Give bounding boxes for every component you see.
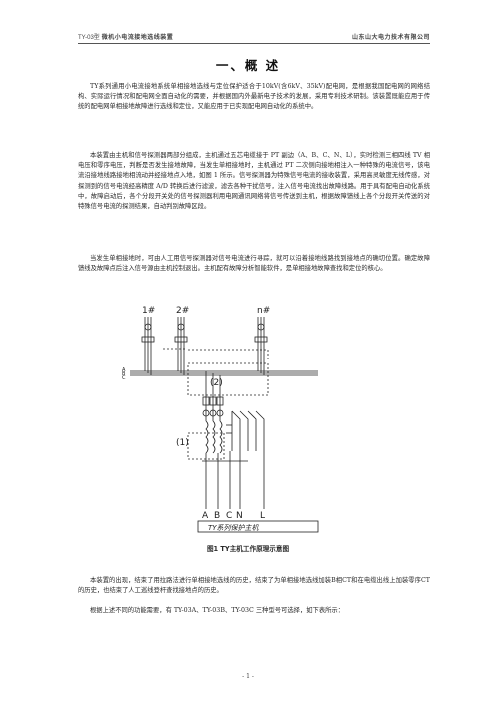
host-device-label: TY系列保护主机: [208, 524, 260, 532]
section-title: 一、概 述: [215, 58, 281, 73]
terminal-label-c: C: [226, 511, 232, 521]
header-left: TY-03型 微机小电流接地选线装置: [78, 34, 174, 41]
working-principle-diagram: 1# 2# n# A B C (2) (1): [122, 306, 319, 533]
pt-coils: [205, 420, 232, 454]
feeder-lines: [144, 317, 265, 375]
terminal-label-l: L: [260, 511, 265, 521]
bus-label-b: B: [122, 371, 126, 377]
feeder-label-n: n#: [257, 306, 270, 316]
dashed-box-2: [187, 362, 269, 396]
figure-caption: 图1 TY主机工作原理示意图: [206, 545, 290, 553]
terminal-label-n: N: [236, 511, 243, 521]
terminal-label-b: B: [214, 511, 220, 521]
paragraph-1: TY系列通用小电流接地系统单相接地选线与定位保护适合于10kV(含6kV、35k…: [78, 83, 430, 111]
header-right: 山东山大电力技术有限公司: [351, 34, 430, 41]
part-label-2: (2): [210, 378, 223, 388]
terminal-leads: [202, 451, 265, 509]
page-header: TY-03型 微机小电流接地选线装置 山东山大电力技术有限公司: [78, 32, 430, 44]
busbars: [130, 370, 318, 376]
host-device-box: [197, 520, 319, 533]
paragraph-3: 当发生单相接地时，可由人工用信号探测器对信号电流进行寻踪，就可以沿着接地线路找到…: [78, 255, 430, 273]
part-label-1: (1): [176, 438, 189, 448]
paragraph-5: 根据上述不同的功能需要，有 TY-03A、TY-03B、TY-03C 三种型号可…: [90, 607, 345, 614]
bus-label-c: C: [122, 375, 126, 381]
page-number: - 1 -: [242, 673, 254, 680]
feeder-label-1: 1#: [142, 306, 155, 316]
pt-leads: [202, 371, 224, 421]
feeder-ct-marks: [141, 323, 268, 343]
feeder-label-2: 2#: [176, 306, 189, 316]
terminal-label-a: A: [202, 511, 209, 521]
paragraph-2: 本装置由主机和信号探测器两部分组成，主机通过五芯电缆接于 PT 副边（A、B、C…: [78, 152, 430, 211]
signal-dashed-line: [188, 349, 269, 359]
open-delta-winding: [231, 410, 265, 453]
paragraph-4: 本装置的出现，结束了用拉路法进行单相接地选线的历史，结束了为单相接地选线加装B相…: [78, 577, 430, 595]
bus-label-a: A: [122, 367, 126, 373]
